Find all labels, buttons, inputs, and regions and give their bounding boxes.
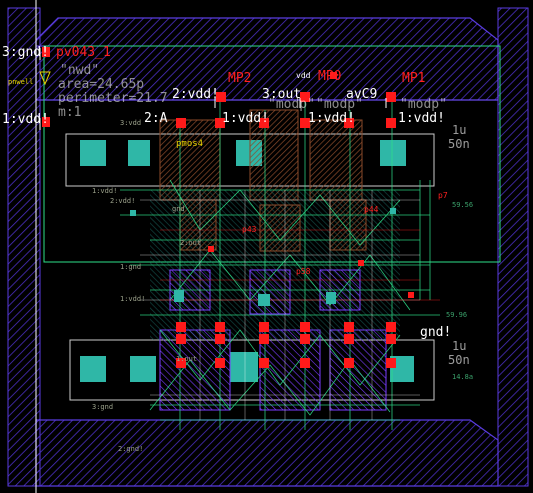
modp-label-c: "modp"	[400, 97, 447, 112]
pmos-label: pmos4	[176, 139, 204, 149]
p58-label: p58	[296, 267, 311, 276]
instance-name-label: pv043_1	[56, 45, 111, 60]
pin-1-gnd-label: 1:gnd	[120, 263, 142, 271]
m-label: m:1	[58, 105, 82, 120]
pin-1-vdd-label-a: 1:vdd!	[222, 111, 269, 126]
pin-1-vdd-label-b: 1:vdd!	[308, 111, 355, 126]
mp0-label: MP0	[318, 69, 342, 84]
pnwell-label: pnwell	[8, 78, 34, 86]
length-label-b: 50n	[448, 353, 470, 367]
avc9-label: avC9	[346, 87, 378, 102]
pin-3-vdd-label: 3:vdd	[120, 119, 142, 127]
modp-label-b: "modp"	[316, 97, 363, 112]
pin-3-vdd-label-b: 1:vdd!	[92, 187, 118, 195]
pin-1-vdd-label-c: 1:vdd!	[398, 111, 445, 126]
pin-1-out-label: 1:out	[176, 355, 198, 363]
pin-2-gnd-label: 2:gnd!	[118, 445, 144, 453]
vdd-pin-label: 1:vdd!	[2, 112, 49, 127]
width-label: 1u	[452, 123, 467, 137]
width-label-b: 1u	[452, 339, 467, 353]
nwd-label: "nwd"	[60, 63, 100, 78]
vdd-top-label: vdd	[296, 71, 311, 80]
mp2-label: MP2	[228, 71, 252, 86]
modp-label-a: "modp"	[268, 97, 315, 112]
gnd-mid-label: gnd	[172, 205, 185, 213]
pin-2-vdd-label-b: 2:vdd!	[110, 197, 136, 205]
pin-3-out-label: 3:out	[262, 87, 302, 102]
pin-3-gnd-label: 3:gnd	[92, 403, 114, 411]
p44-label: p44	[364, 205, 379, 214]
pin-2-out-label: 2:out	[180, 239, 202, 247]
length-label: 50n	[448, 137, 470, 151]
pin-2-a-label: 2:A	[144, 111, 168, 126]
value-59-56-label: 59.56	[452, 201, 474, 209]
mp1-label: MP1	[402, 71, 426, 86]
value-14-8a-label: 14.8a	[452, 373, 474, 381]
gnd-right-label: gnd!	[420, 325, 452, 340]
pin-2-vdd-label-c: 1:vdd!	[120, 295, 146, 303]
p7-label: p7	[438, 191, 448, 200]
p43-label: p43	[242, 225, 257, 234]
pin-2-vdd-label: 2:vdd!	[172, 87, 219, 102]
value-59-96-label: 59.96	[446, 311, 468, 319]
gnd-pin-label: 3:gnd!	[2, 45, 49, 60]
area-label: area=24.65p	[58, 77, 145, 92]
perimeter-label: perimeter=21.7	[58, 91, 168, 106]
